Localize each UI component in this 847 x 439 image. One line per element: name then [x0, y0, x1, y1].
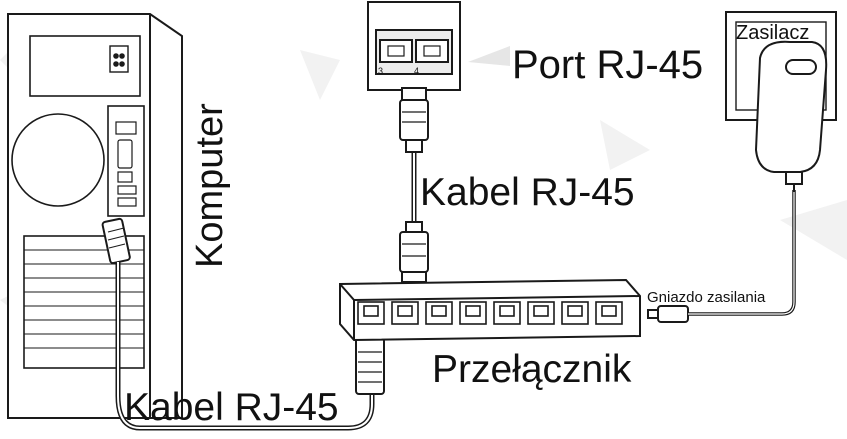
callout-pointer: [468, 46, 510, 66]
switch-label: Przełącznik: [432, 348, 632, 391]
wall-port-icon: [367, 1, 461, 91]
power-socket-label: Gniazdo zasilania: [647, 289, 766, 306]
power-adapter-label: Zasilacz: [736, 22, 809, 44]
power-adapter-icon: [725, 11, 837, 192]
cable-label-top: Kabel RJ-45: [420, 171, 635, 214]
rj45-plug-top-icon: [399, 87, 429, 153]
switch-icon: [339, 278, 641, 342]
computer-tower-icon: [7, 13, 183, 419]
rj45-plug-bottom-icon: [355, 337, 385, 395]
cable-label-bottom: Kabel RJ-45: [124, 386, 339, 429]
switch-ports: [357, 301, 623, 325]
rj45-plug-middle-icon: [399, 221, 429, 283]
wall-port-number-3: 3: [378, 66, 383, 76]
computer-label: Komputer: [189, 103, 231, 268]
power-plug-icon: [647, 305, 689, 323]
wall-port-number-4: 4: [414, 66, 419, 76]
port-label: Port RJ-45: [512, 43, 703, 87]
